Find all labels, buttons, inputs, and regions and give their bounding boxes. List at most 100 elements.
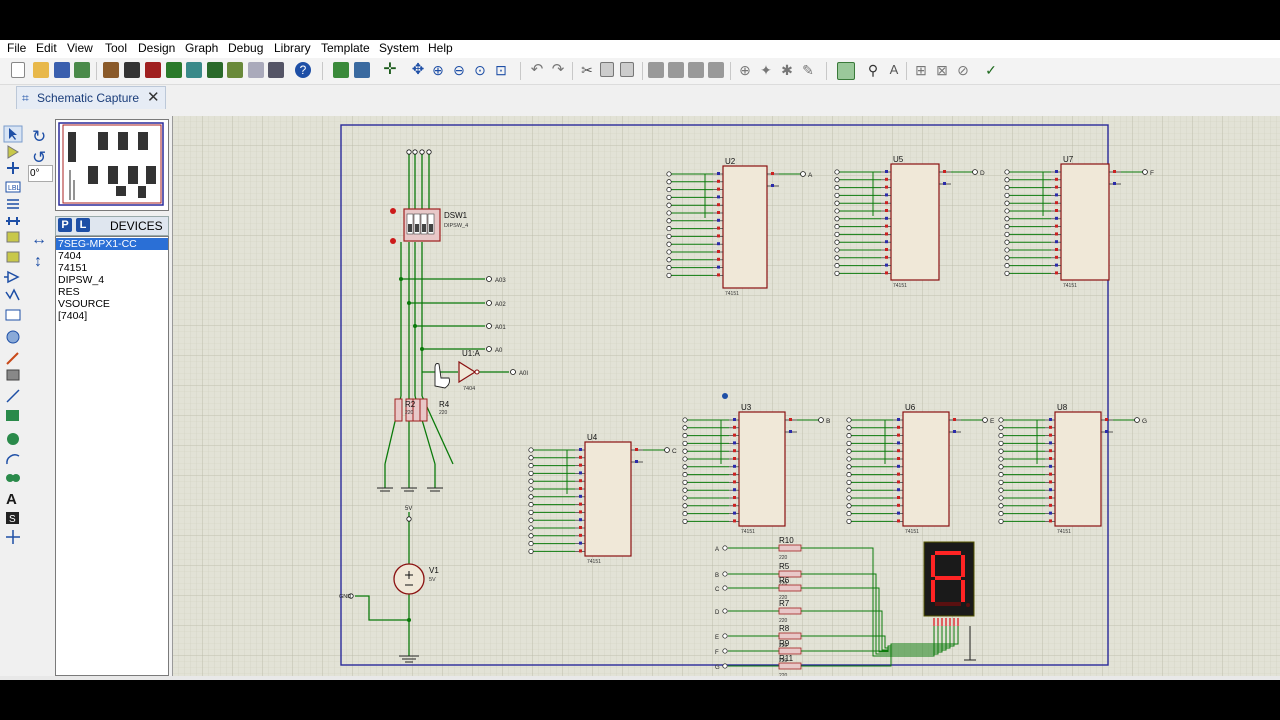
search-icon[interactable]: ⚲ xyxy=(867,62,879,78)
tab-schematic-capture[interactable]: ⌗ Schematic Capture ✕ xyxy=(16,86,166,109)
tape-recorder-icon[interactable] xyxy=(5,309,21,321)
cut-icon[interactable]: ✂ xyxy=(581,62,593,78)
menu-edit[interactable]: Edit xyxy=(36,41,57,55)
v1-voltage-source[interactable] xyxy=(393,563,425,595)
menu-library[interactable]: Library xyxy=(274,41,311,55)
menu-view[interactable]: View xyxy=(67,41,93,55)
decompose-icon[interactable]: ✎ xyxy=(802,62,814,78)
overview-window[interactable] xyxy=(55,119,169,211)
rotation-angle-field[interactable]: 0° xyxy=(28,165,53,182)
exit-to-parent-icon[interactable]: ⊘ xyxy=(957,62,969,78)
pick-devices-button[interactable]: P xyxy=(58,218,72,232)
2d-box-icon[interactable] xyxy=(7,433,19,445)
2d-path-icon[interactable] xyxy=(6,474,20,482)
notes-icon[interactable] xyxy=(248,62,264,78)
menu-system[interactable]: System xyxy=(379,41,420,55)
resistor-pack[interactable] xyxy=(394,398,428,422)
property-assign-icon[interactable]: A xyxy=(889,62,899,77)
refresh-icon[interactable] xyxy=(333,62,349,78)
undo-icon[interactable]: ↶ xyxy=(530,61,544,78)
close-tab-icon[interactable]: ✕ xyxy=(147,89,160,106)
schematic-icon[interactable] xyxy=(124,62,140,78)
zoom-out-icon[interactable]: ⊖ xyxy=(453,62,465,78)
junction-dot-icon[interactable] xyxy=(7,162,19,174)
block-rotate-icon[interactable] xyxy=(688,62,704,78)
selection-mode-icon[interactable] xyxy=(3,125,23,143)
erc-icon[interactable]: ✓ xyxy=(985,62,997,78)
rotate-anticlockwise-icon[interactable]: ↺ xyxy=(32,148,46,167)
buses-icon[interactable] xyxy=(6,217,20,225)
voltage-probe-icon[interactable] xyxy=(6,352,19,365)
grid-icon[interactable] xyxy=(354,62,370,78)
zoom-all-icon[interactable]: ⊙ xyxy=(474,62,486,78)
device-item[interactable]: [7404] xyxy=(58,310,88,322)
block-delete-icon[interactable] xyxy=(708,62,724,78)
save-icon[interactable] xyxy=(54,62,70,78)
import-icon[interactable] xyxy=(74,62,90,78)
mirror-horizontal-icon[interactable]: ↔ xyxy=(31,231,47,248)
device-item[interactable]: DIPSW_4 xyxy=(58,274,105,286)
bom-icon[interactable] xyxy=(207,62,223,78)
new-file-icon[interactable] xyxy=(11,62,25,78)
seven-segment-display[interactable] xyxy=(923,541,975,617)
u1-inverter[interactable] xyxy=(458,360,480,384)
wire-label-icon[interactable]: LBL xyxy=(5,181,21,193)
origin-icon[interactable]: ✛ xyxy=(383,61,397,78)
pan-icon[interactable]: ✥ xyxy=(411,61,425,78)
help-icon[interactable]: ? xyxy=(295,62,311,78)
back-icon[interactable] xyxy=(166,62,182,78)
subcircuit-icon[interactable] xyxy=(6,231,20,243)
pcb-icon[interactable] xyxy=(145,62,161,78)
2d-line-icon[interactable] xyxy=(6,410,19,421)
rotate-clockwise-icon[interactable]: ↻ xyxy=(32,127,46,146)
paste-icon[interactable] xyxy=(620,62,634,77)
schematic-canvas[interactable]: DSW1 DIPSW_4 A03 A02 A01 A0 U1:A 7404 xyxy=(172,116,1280,676)
gerber-icon[interactable] xyxy=(186,62,202,78)
device-pins-icon[interactable] xyxy=(4,270,20,284)
design-explorer-icon[interactable] xyxy=(268,62,284,78)
2d-arc-icon[interactable] xyxy=(6,454,20,465)
zoom-in-icon[interactable]: ⊕ xyxy=(432,62,444,78)
wire-autorouter-icon[interactable] xyxy=(837,62,855,80)
terminals-icon[interactable] xyxy=(6,251,20,263)
generator-icon[interactable] xyxy=(6,330,20,344)
menu-tool[interactable]: Tool xyxy=(105,41,128,55)
menu-graph[interactable]: Graph xyxy=(185,41,219,55)
remove-sheet-icon[interactable]: ⊠ xyxy=(936,62,948,78)
packaging-icon[interactable]: ✱ xyxy=(781,62,793,78)
library-manager-button[interactable]: L xyxy=(76,218,90,232)
copy-icon[interactable] xyxy=(600,62,614,77)
redo-icon[interactable]: ↷ xyxy=(551,61,565,78)
menu-template[interactable]: Template xyxy=(321,41,370,55)
make-device-icon[interactable]: ✦ xyxy=(760,62,772,78)
device-item[interactable]: VSOURCE xyxy=(58,298,110,310)
block-copy-icon[interactable] xyxy=(648,62,664,78)
new-sheet-icon[interactable]: ⊞ xyxy=(915,62,927,78)
device-item[interactable]: 7SEG-MPX1-CC xyxy=(56,238,168,250)
home-icon[interactable] xyxy=(103,62,119,78)
graph-icon[interactable] xyxy=(5,288,20,301)
report-icon[interactable] xyxy=(227,62,243,78)
2d-text-icon[interactable]: A xyxy=(6,491,17,508)
text-script-icon[interactable] xyxy=(7,199,19,209)
virtual-instruments-icon[interactable] xyxy=(6,389,20,403)
device-item[interactable]: 74151 xyxy=(58,262,88,274)
menu-help[interactable]: Help xyxy=(428,41,453,55)
component-mode-icon[interactable] xyxy=(7,145,19,159)
menu-debug[interactable]: Debug xyxy=(228,41,264,55)
current-probe-icon[interactable] xyxy=(6,369,20,381)
device-item[interactable]: 7404 xyxy=(58,250,82,262)
mirror-vertical-icon[interactable]: ↕ xyxy=(34,253,42,270)
